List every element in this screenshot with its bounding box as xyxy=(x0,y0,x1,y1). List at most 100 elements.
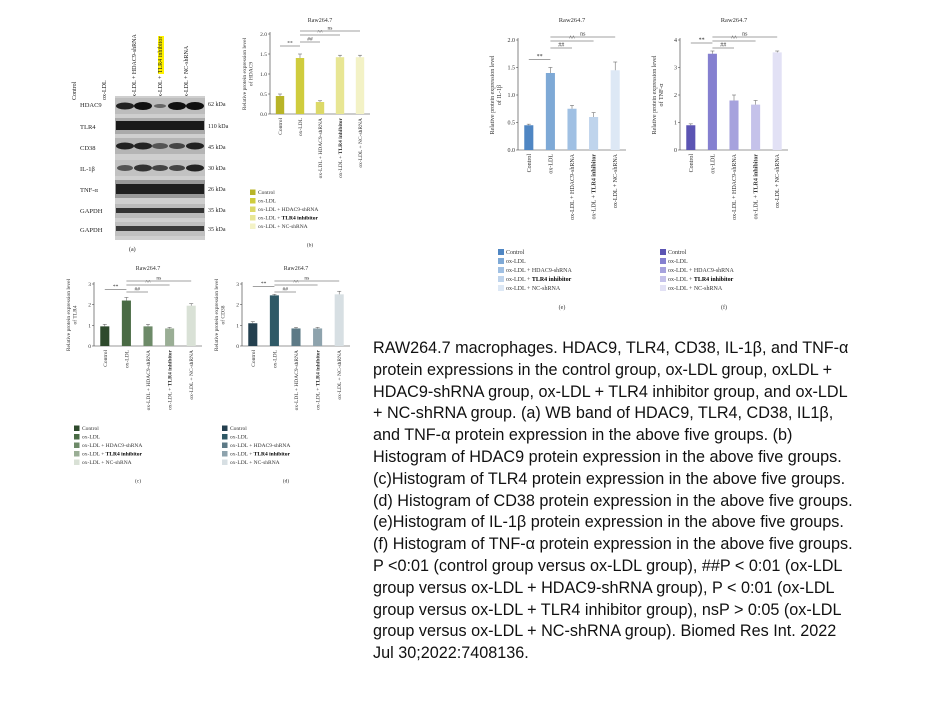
blot-image xyxy=(115,96,205,240)
legend-label: ox-LDL xyxy=(258,199,277,205)
bar xyxy=(610,70,620,150)
chart-title: Raw264.7 xyxy=(136,266,161,272)
bar xyxy=(355,57,365,114)
legend-label-part: ox-LDL + xyxy=(82,452,106,458)
y-axis-label-line: of TLR4 xyxy=(72,305,79,324)
bar xyxy=(100,326,110,346)
x-tick-label: ox-LDL xyxy=(548,154,554,174)
significance-label: ns xyxy=(328,26,333,32)
y-tick-label: 4 xyxy=(674,38,677,44)
significance-label: ## xyxy=(282,287,288,293)
legend-label: ox-LDL + TLR4 inhibitor xyxy=(230,452,290,458)
chart-title: Raw264.7 xyxy=(559,17,586,24)
x-tick-label: ox-LDL + HDAC9-shRNA xyxy=(146,350,152,410)
legend-label: ox-LDL + HDAC9-shRNA xyxy=(668,268,734,274)
wb-kda-label: 35 kDa xyxy=(208,227,226,233)
x-tick-label: Control xyxy=(689,154,695,173)
wb-kda-label: 30 kDa xyxy=(208,166,226,172)
y-tick-label: 1.5 xyxy=(260,52,267,58)
bar xyxy=(589,117,599,150)
legend-label: Control xyxy=(230,426,247,432)
panel-letter: (a) xyxy=(129,247,136,253)
legend-swatch xyxy=(498,276,504,282)
legend-swatch xyxy=(250,198,256,204)
caption-line: P <0:01 (control group versus ox-LDL gro… xyxy=(373,556,843,575)
y-tick-label: 0.5 xyxy=(260,92,267,98)
legend-swatch xyxy=(74,434,80,440)
caption-line: (f) Histogram of TNF-α protein expressio… xyxy=(373,535,853,554)
legend-label: ox-LDL + NC-shRNA xyxy=(668,286,723,292)
bar xyxy=(545,73,555,150)
legend-label: ox-LDL + HDAC9-shRNA xyxy=(230,443,290,449)
wb-kda-label: 35 kDa xyxy=(208,208,226,214)
legend-label-part: ox-LDL + xyxy=(668,277,694,283)
significance-label: ^^ xyxy=(317,30,323,36)
significance-label: ns xyxy=(580,32,586,38)
bar xyxy=(524,125,534,150)
y-axis-label-line: Relative protein expression level xyxy=(214,278,220,351)
x-tick-label: ox-LDL + HDAC9-shRNA xyxy=(318,118,324,178)
y-tick-label: 0 xyxy=(88,344,91,350)
significance-label: ^^ xyxy=(293,280,299,286)
x-tick-label-highlight: TLR4 inhibitor xyxy=(168,349,174,386)
legend-swatch xyxy=(74,459,80,465)
legend-label-highlight: TLR4 inhibitor xyxy=(254,452,291,458)
x-tick-label: ox-LDL xyxy=(298,117,304,136)
x-tick-label: ox-LDL + TLR4 inhibitor xyxy=(316,349,322,409)
legend-swatch xyxy=(498,249,504,255)
caption-line: (e)Histogram of IL-1β protein expression… xyxy=(373,513,844,532)
chart-title: Raw264.7 xyxy=(308,18,333,24)
caption-line: protein expressions in the control group… xyxy=(373,360,833,379)
legend-label: ox-LDL + NC-shRNA xyxy=(258,224,308,230)
bar xyxy=(335,57,345,114)
y-axis-label-line: Relative protein expression level xyxy=(66,278,72,351)
wb-kda-label: 26 kDa xyxy=(208,187,226,193)
x-tick-label-part: ox-LDL + xyxy=(168,386,174,410)
y-tick-label: 3 xyxy=(88,282,91,288)
x-tick-label: ox-LDL + TLR4 inhibitor xyxy=(338,117,344,177)
legend-label: ox-LDL xyxy=(668,259,688,265)
bar xyxy=(313,328,323,346)
wb-row-label: IL-1β xyxy=(80,166,95,173)
x-tick-label: ox-LDL + NC-shRNA xyxy=(613,153,619,208)
legend-label: ox-LDL xyxy=(230,435,249,441)
x-tick-label-part: ox-LDL + xyxy=(754,194,760,220)
y-axis-label-line: Relative protein expression level xyxy=(242,37,248,110)
x-tick-label: ox-LDL + TLR4 inhibitor xyxy=(168,349,174,409)
legend-label-highlight: TLR4 inhibitor xyxy=(106,452,143,458)
y-tick-label: 1 xyxy=(88,323,91,329)
y-tick-label: 1.0 xyxy=(260,72,267,78)
y-tick-label: 1 xyxy=(674,121,677,127)
legend-label: ox-LDL + TLR4 inhibitor xyxy=(668,277,734,283)
bar xyxy=(334,294,344,346)
panel-letter: (d) xyxy=(283,478,290,485)
wb-kda-label: 62 kDa xyxy=(208,102,226,108)
y-tick-label: 2 xyxy=(674,93,677,99)
significance-label: ## xyxy=(134,287,140,293)
lane-label: ox-LDL + NC-shRNA xyxy=(184,45,190,100)
significance-label: ## xyxy=(307,37,313,43)
legend-label-part: ox-LDL + xyxy=(258,216,282,222)
legend-swatch xyxy=(498,285,504,291)
x-tick-label: ox-LDL + NC-shRNA xyxy=(358,118,364,168)
legend-label: Control xyxy=(668,250,687,256)
bar xyxy=(121,300,131,346)
legend-swatch xyxy=(222,459,228,465)
y-tick-label: 2 xyxy=(88,303,91,309)
legend-swatch xyxy=(498,267,504,273)
bar xyxy=(269,295,279,346)
significance-label: ^^ xyxy=(731,36,737,42)
x-tick-label: ox-LDL + NC-shRNA xyxy=(189,350,195,400)
x-tick-label-highlight: TLR4 inhibitor xyxy=(316,349,322,386)
significance-label: ** xyxy=(699,38,705,44)
significance-label: ns xyxy=(156,276,161,282)
legend-label: ox-LDL + TLR4 inhibitor xyxy=(506,277,572,283)
caption-line: (d) Histogram of CD38 protein expression… xyxy=(373,491,853,510)
lane-label: ox-LDL + TLR4 inhibitor xyxy=(158,35,164,100)
lane-label: Control xyxy=(72,81,78,100)
bar xyxy=(275,96,285,114)
y-axis-label-line: of CD38 xyxy=(220,305,227,324)
x-tick-label: ox-LDL xyxy=(710,154,716,174)
y-tick-label: 0.5 xyxy=(508,121,516,127)
